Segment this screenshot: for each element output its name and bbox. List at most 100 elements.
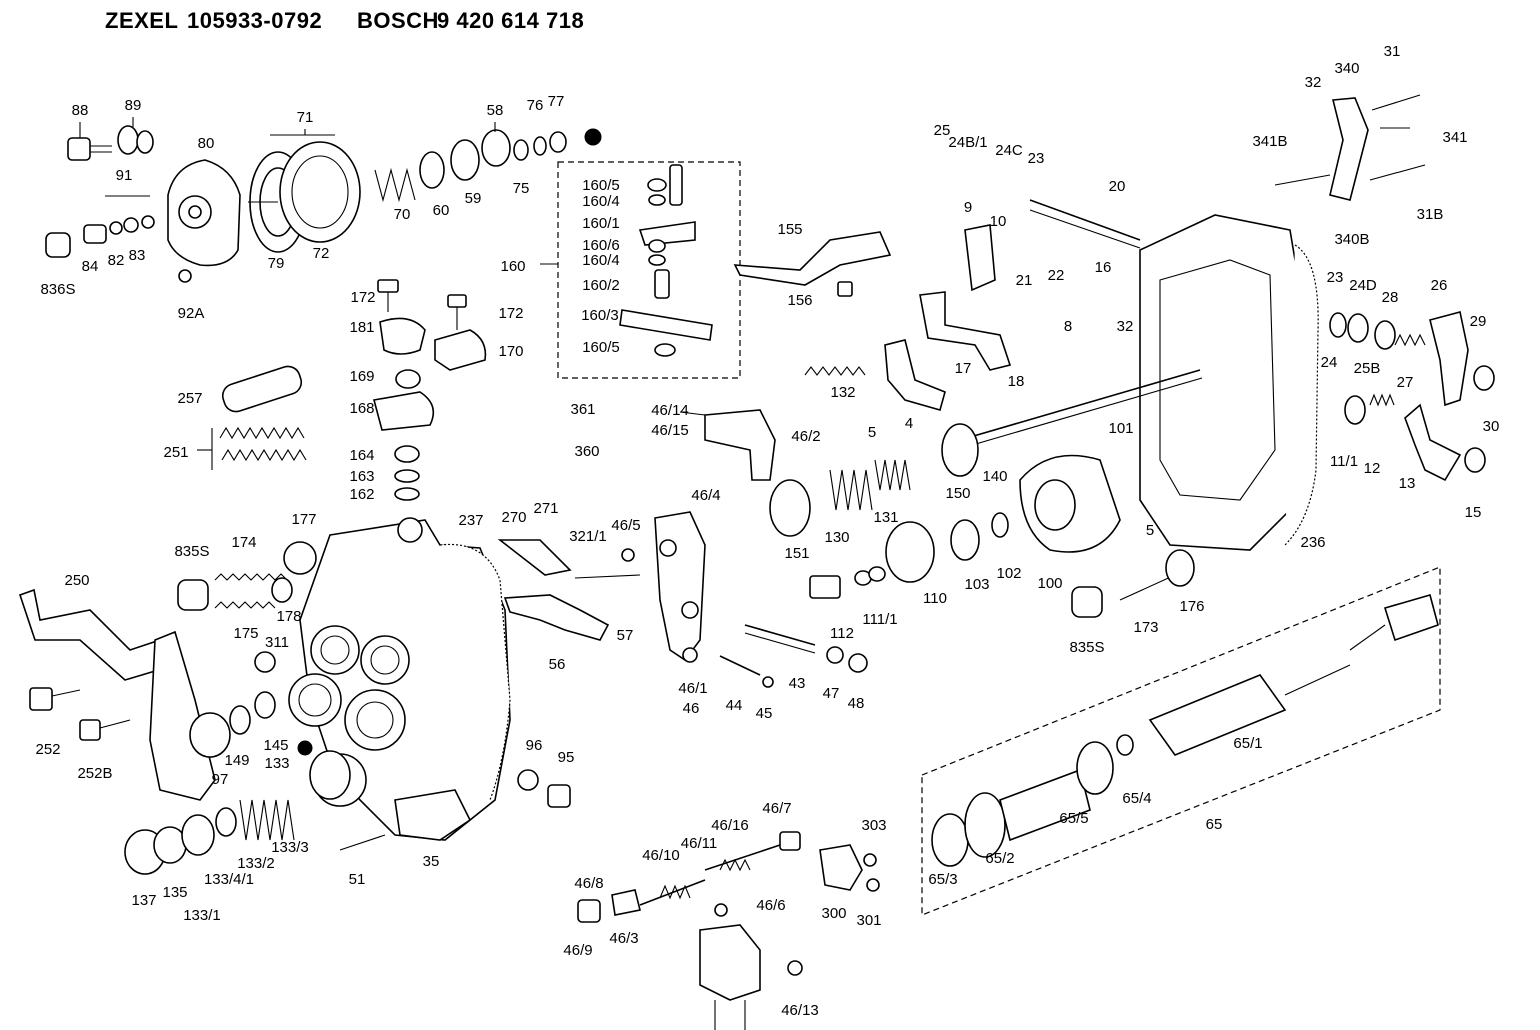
part-label-168: 168 <box>349 400 374 417</box>
part-label-43: 43 <box>789 675 806 692</box>
part-label-96: 96 <box>526 737 543 754</box>
part-label-177: 177 <box>291 511 316 528</box>
part-label-271: 271 <box>533 500 558 517</box>
part-label-46-7: 46/7 <box>762 800 791 817</box>
part-label-160-4a: 160/4 <box>582 193 620 210</box>
solenoid-group-65 <box>921 566 1441 916</box>
part-label-46-10: 46/10 <box>642 847 680 864</box>
part-label-76: 76 <box>527 97 544 114</box>
part-label-75: 75 <box>513 180 530 197</box>
part-label-23a: 23 <box>1028 150 1045 167</box>
part-label-83: 83 <box>129 247 146 264</box>
part-label-100: 100 <box>1037 575 1062 592</box>
part-label-12: 12 <box>1364 460 1381 477</box>
part-label-44: 44 <box>726 697 743 714</box>
part-label-5a: 5 <box>868 424 876 441</box>
part-label-25B: 25B <box>1354 360 1381 377</box>
part-label-46-6: 46/6 <box>756 897 785 914</box>
part-label-13: 13 <box>1399 475 1416 492</box>
part-label-301: 301 <box>856 912 881 929</box>
part-label-46-9: 46/9 <box>563 942 592 959</box>
part-label-133-2: 133/2 <box>237 855 275 872</box>
part-label-31: 31 <box>1384 43 1401 60</box>
part-label-160-5b: 160/5 <box>582 339 620 356</box>
part-label-20: 20 <box>1109 178 1126 195</box>
part-label-92A: 92A <box>178 305 205 322</box>
part-label-341B: 341B <box>1252 133 1287 150</box>
part-label-89: 89 <box>125 97 142 114</box>
part-label-46-2: 46/2 <box>791 428 820 445</box>
part-label-835Sa: 835S <box>174 543 209 560</box>
part-label-130: 130 <box>824 529 849 546</box>
part-label-35: 35 <box>423 853 440 870</box>
part-label-72: 72 <box>313 245 330 262</box>
part-label-251: 251 <box>163 444 188 461</box>
part-label-8: 8 <box>1064 318 1072 335</box>
part-label-51: 51 <box>349 871 366 888</box>
part-label-311: 311 <box>265 634 289 651</box>
lever-shaft-group <box>197 279 487 501</box>
part-label-16: 16 <box>1095 259 1112 276</box>
part-label-131: 131 <box>873 509 898 526</box>
part-label-103: 103 <box>964 576 989 593</box>
part-label-24: 24 <box>1321 354 1338 371</box>
part-label-164: 164 <box>349 447 374 464</box>
pump-body <box>18 517 641 875</box>
part-label-28: 28 <box>1382 289 1399 306</box>
bosch-part-number: 9 420 614 718 <box>437 8 585 33</box>
part-label-91: 91 <box>116 167 133 184</box>
part-label-46-11: 46/11 <box>681 835 717 852</box>
part-label-160-6: 160/6 <box>582 237 620 254</box>
part-label-160-4b: 160/4 <box>582 252 620 269</box>
brand-zexel: ZEXEL <box>105 8 179 33</box>
part-label-160: 160 <box>500 258 525 275</box>
part-label-22: 22 <box>1048 267 1065 284</box>
part-label-133-1: 133/1 <box>183 907 221 924</box>
part-label-160-5a: 160/5 <box>582 177 620 194</box>
part-label-46-8: 46/8 <box>574 875 603 892</box>
control-lever-group <box>654 409 868 688</box>
part-label-65-2: 65/2 <box>985 850 1014 867</box>
part-label-252B: 252B <box>77 765 112 782</box>
part-label-71: 71 <box>297 109 314 126</box>
part-label-155: 155 <box>777 221 802 238</box>
part-label-257: 257 <box>177 390 202 407</box>
part-label-58: 58 <box>487 102 504 119</box>
part-label-17: 17 <box>955 360 972 377</box>
part-label-27: 27 <box>1397 374 1414 391</box>
part-label-57: 57 <box>617 627 634 644</box>
part-label-30: 30 <box>1483 418 1500 435</box>
part-label-80: 80 <box>198 135 215 152</box>
part-label-145: 145 <box>263 737 288 754</box>
part-label-48: 48 <box>848 695 865 712</box>
part-label-25: 25 <box>934 122 951 139</box>
part-label-82: 82 <box>108 252 125 269</box>
part-label-46-14: 46/14 <box>651 402 689 419</box>
part-label-46-5: 46/5 <box>611 517 640 534</box>
upper-right-housing <box>769 94 1495 618</box>
part-label-162: 162 <box>349 486 374 503</box>
part-label-21: 21 <box>1016 272 1033 289</box>
part-label-133-3: 133/3 <box>271 839 309 856</box>
part-label-149: 149 <box>224 752 249 769</box>
part-label-77: 77 <box>548 93 565 110</box>
part-label-252: 252 <box>35 741 60 758</box>
part-label-15: 15 <box>1465 504 1482 521</box>
part-label-101: 101 <box>1108 420 1133 437</box>
part-label-341: 341 <box>1442 129 1467 146</box>
part-label-24D: 24D <box>1349 277 1377 294</box>
part-label-84: 84 <box>82 258 99 275</box>
part-label-176: 176 <box>1179 598 1204 615</box>
part-label-835Sc: 835S <box>1069 639 1104 656</box>
zexel-part-number: 105933-0792 <box>187 8 323 33</box>
part-label-163: 163 <box>349 468 374 485</box>
part-label-10: 10 <box>990 213 1007 230</box>
part-label-95: 95 <box>558 749 575 766</box>
part-label-361: 361 <box>570 401 595 418</box>
part-label-65-4: 65/4 <box>1122 790 1151 807</box>
part-label-174: 174 <box>231 534 256 551</box>
part-label-112: 112 <box>830 625 854 642</box>
part-label-836S: 836S <box>40 281 75 298</box>
part-label-29: 29 <box>1470 313 1487 330</box>
